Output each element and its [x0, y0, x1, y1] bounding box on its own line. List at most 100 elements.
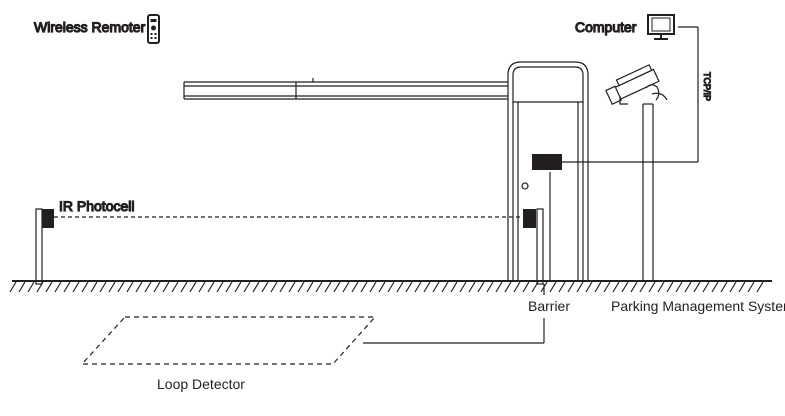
ground-hatch [171, 281, 179, 293]
barrier-cabinet [507, 61, 589, 281]
ground-hatch [522, 281, 530, 293]
ground-hatch [324, 281, 332, 293]
computer-monitor-icon [647, 14, 675, 40]
ground-hatch [63, 281, 71, 293]
ground-hatch [675, 281, 683, 293]
ground-hatch [639, 281, 647, 293]
ir-photocell-label: IR Photocell [59, 198, 134, 214]
ground-hatch [468, 281, 476, 293]
ground-hatch [369, 281, 377, 293]
ground-hatch [621, 281, 629, 293]
ground-hatch [279, 281, 287, 293]
ground-hatch [549, 281, 557, 293]
ground-hatch [702, 281, 710, 293]
ground-hatch [144, 281, 152, 293]
ground-hatch [576, 281, 584, 293]
ground-hatch [225, 281, 233, 293]
ground-hatch [234, 281, 242, 293]
ground-hatch [513, 281, 521, 293]
ground-hatch [414, 281, 422, 293]
ground-hatch [684, 281, 692, 293]
barrier-label: Barrier [528, 298, 570, 314]
ground-hatch [585, 281, 593, 293]
ground-hatch [117, 281, 125, 293]
barrier-arm [183, 78, 508, 100]
ground-hatch [126, 281, 134, 293]
ground-hatch [387, 281, 395, 293]
ground-hatch [261, 281, 269, 293]
ground-hatch [54, 281, 62, 293]
ground-hatch [612, 281, 620, 293]
ground-hatch [180, 281, 188, 293]
ground-hatch [333, 281, 341, 293]
ground-hatch [342, 281, 350, 293]
tcp-ip-label: TCP/IP [702, 72, 712, 101]
ground-hatch [108, 281, 116, 293]
camera-pole [642, 103, 654, 281]
ground-hatch [297, 281, 305, 293]
parking-management-system-label: Parking Management System [611, 298, 785, 314]
ground-hatch [756, 281, 764, 293]
ground-hatch [477, 281, 485, 293]
ground-hatch [558, 281, 566, 293]
ground-hatch [153, 281, 161, 293]
ground-hatch [135, 281, 143, 293]
ground-hatch [648, 281, 656, 293]
loop-detector-cable [363, 284, 545, 344]
wireless-remoter-label: Wireless Remoter [34, 19, 146, 35]
ground-hatch [486, 281, 494, 293]
ground-hatch [396, 281, 404, 293]
ground-hatch [270, 281, 278, 293]
ir-photocell-emitter [35, 208, 54, 285]
ground-hatch [450, 281, 458, 293]
ground-hatch [378, 281, 386, 293]
ground-hatch [594, 281, 602, 293]
ground-hatch [405, 281, 413, 293]
ground-hatch [45, 281, 53, 293]
ground-hatch [72, 281, 80, 293]
ground-hatch [747, 281, 755, 293]
ground-hatch [657, 281, 665, 293]
barrier-controller-box [532, 154, 562, 170]
ground-hatch [567, 281, 575, 293]
ground-hatch [711, 281, 719, 293]
ground-hatch [432, 281, 440, 293]
ground-hatch [693, 281, 701, 293]
ground-hatch [720, 281, 728, 293]
ground-hatch [423, 281, 431, 293]
ground-hatch [504, 281, 512, 293]
ground-hatch [27, 281, 35, 293]
loop-detector-area [80, 316, 377, 365]
ground-hatch [495, 281, 503, 293]
ground-hatch [351, 281, 359, 293]
ground-hatch [81, 281, 89, 293]
ground-hatch [630, 281, 638, 293]
ground-hatch [252, 281, 260, 293]
ground-hatch [198, 281, 206, 293]
remote-control-icon [147, 14, 160, 44]
ground-hatch [18, 281, 26, 293]
ground-hatch [207, 281, 215, 293]
ground-hatch [738, 281, 746, 293]
ground-hatch [243, 281, 251, 293]
ground-hatch [99, 281, 107, 293]
ground-hatch [603, 281, 611, 293]
ground-hatch [9, 281, 17, 293]
ground-hatch [306, 281, 314, 293]
computer-label: Computer [575, 19, 637, 35]
ground-hatch [315, 281, 323, 293]
loop-detector-label: Loop Detector [157, 376, 245, 392]
ground-hatch [90, 281, 98, 293]
ground-hatch [531, 281, 539, 293]
ground-hatch [441, 281, 449, 293]
ir-photocell-receiver [523, 208, 544, 285]
ground-hatch [729, 281, 737, 293]
ground-hatch [666, 281, 674, 293]
ground-line [9, 280, 772, 293]
ground-hatch [459, 281, 467, 293]
ground-hatch [36, 281, 44, 293]
camera-icon [605, 64, 668, 105]
ground-hatch [360, 281, 368, 293]
ground-hatch [216, 281, 224, 293]
